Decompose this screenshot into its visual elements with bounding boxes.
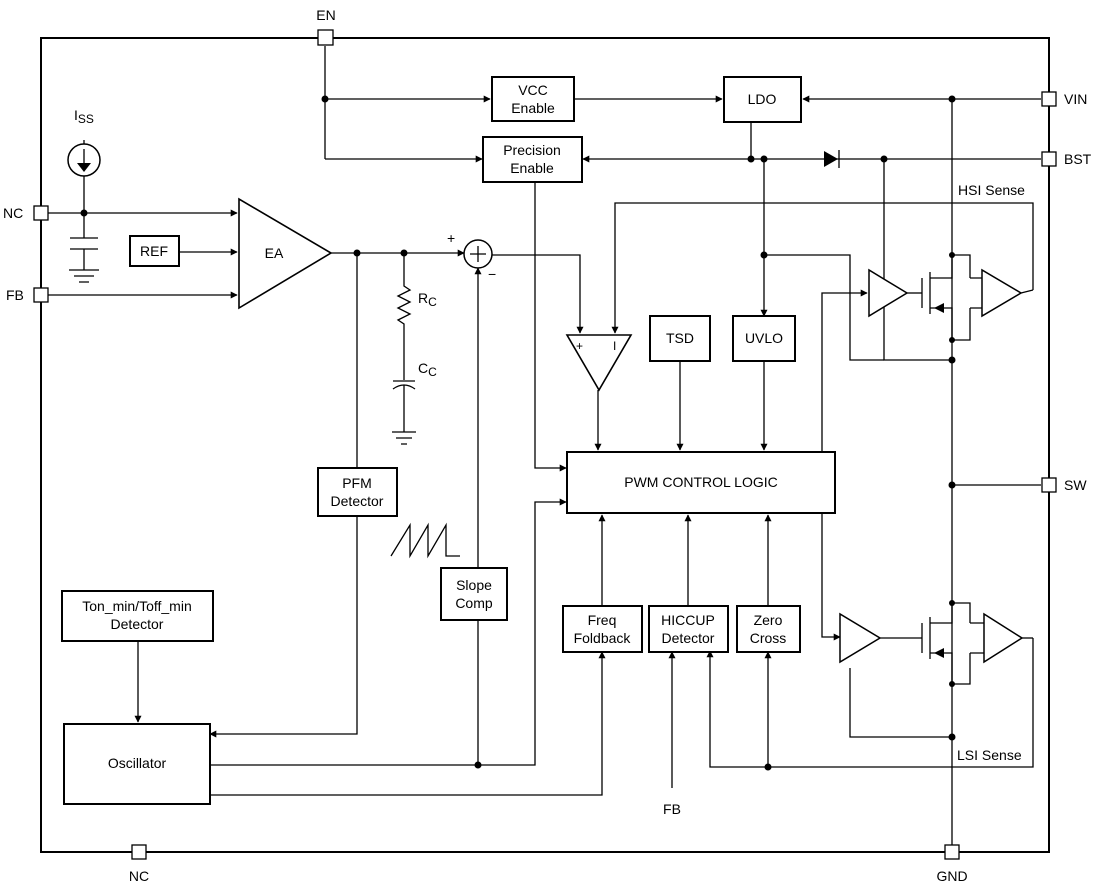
- svg-text:UVLO: UVLO: [745, 330, 783, 346]
- iss-current-source: ISS: [67, 107, 101, 177]
- svg-text:PWM CONTROL LOGIC: PWM CONTROL LOGIC: [624, 474, 778, 490]
- svg-text:REF: REF: [140, 243, 168, 259]
- ldo-block: LDO: [723, 76, 802, 123]
- svg-text:BST: BST: [1064, 151, 1092, 167]
- svg-text:SW: SW: [1064, 477, 1087, 493]
- svg-text:TSD: TSD: [666, 330, 694, 346]
- iss-label: ISS: [74, 107, 94, 126]
- svg-text:Freq: Freq: [588, 612, 617, 628]
- rc-label: RC: [418, 290, 437, 309]
- pin-gnd: GND: [936, 844, 968, 884]
- svg-text:NC: NC: [3, 205, 23, 221]
- precision-enable-block: Precision Enable: [482, 136, 583, 183]
- svg-text:Enable: Enable: [511, 100, 555, 116]
- svg-text:Zero: Zero: [754, 612, 783, 628]
- chip-outline: [40, 37, 1050, 853]
- svg-text:Comp: Comp: [455, 595, 493, 611]
- svg-text:EN: EN: [316, 7, 335, 23]
- pin-sw: SW: [1041, 477, 1087, 493]
- tsd-block: TSD: [649, 315, 711, 362]
- svg-text:Oscillator: Oscillator: [108, 755, 167, 771]
- fb-bottom-label: FB: [663, 801, 681, 817]
- sum-plus-label: +: [447, 230, 455, 246]
- svg-text:Detector: Detector: [331, 493, 384, 509]
- soft-start-capacitor: [70, 237, 98, 250]
- hiccup-detector-block: HICCUP Detector: [648, 605, 729, 653]
- ref-block: REF: [129, 235, 180, 267]
- svg-text:NC: NC: [129, 868, 149, 884]
- svg-text:Detector: Detector: [662, 630, 715, 646]
- sum-minus-label: −: [488, 266, 496, 282]
- svg-text:Detector: Detector: [111, 616, 164, 632]
- svg-text:Cross: Cross: [750, 630, 787, 646]
- lsi-sense-label: LSI Sense: [957, 747, 1022, 763]
- freq-foldback-block: Freq Foldback: [562, 605, 643, 653]
- comp-minus-label: I: [613, 339, 616, 353]
- svg-text:VCC: VCC: [518, 82, 548, 98]
- hsi-sense-label: HSI Sense: [958, 182, 1025, 198]
- pin-nc-left: NC: [3, 205, 49, 221]
- svg-text:PFM: PFM: [342, 475, 372, 491]
- svg-text:Precision: Precision: [503, 142, 561, 158]
- pin-en: EN: [316, 7, 336, 46]
- vcc-enable-block: VCC Enable: [491, 76, 575, 122]
- svg-text:VIN: VIN: [1064, 91, 1087, 107]
- pin-nc-bottom: NC: [129, 844, 149, 884]
- svg-text:Slope: Slope: [456, 577, 492, 593]
- high-side-switch: [868, 252, 1034, 343]
- svg-text:GND: GND: [936, 868, 967, 884]
- slope-comp-block: Slope Comp: [440, 567, 508, 621]
- pin-vin: VIN: [1041, 91, 1087, 107]
- oscillator-block: Oscillator: [63, 723, 211, 805]
- ton-toff-detector-block: Ton_min/Toff_min Detector: [61, 590, 214, 642]
- comp-plus-label: +: [576, 339, 583, 353]
- svg-text:Foldback: Foldback: [574, 630, 632, 646]
- pwm-comparator: + I: [565, 334, 633, 392]
- boot-diode: [824, 150, 840, 168]
- wires: [48, 46, 1041, 852]
- junction-dots: [80, 95, 956, 771]
- uvlo-block: UVLO: [732, 315, 796, 362]
- pin-bst: BST: [1041, 151, 1092, 167]
- pfm-detector-block: PFM Detector: [317, 467, 398, 517]
- pin-fb: FB: [6, 287, 49, 303]
- svg-text:Ton_min/Toff_min: Ton_min/Toff_min: [82, 598, 191, 614]
- pwm-control-logic-block: PWM CONTROL LOGIC: [566, 451, 836, 514]
- ea-label: EA: [265, 245, 284, 261]
- error-amplifier: EA: [238, 197, 333, 310]
- svg-text:FB: FB: [6, 287, 24, 303]
- svg-text:HICCUP: HICCUP: [661, 612, 715, 628]
- low-side-switch: [839, 600, 1033, 687]
- zero-cross-block: Zero Cross: [736, 605, 801, 653]
- svg-text:Enable: Enable: [510, 160, 554, 176]
- summing-junction: + −: [447, 230, 496, 282]
- cc-label: CC: [418, 360, 437, 379]
- svg-text:LDO: LDO: [748, 91, 777, 107]
